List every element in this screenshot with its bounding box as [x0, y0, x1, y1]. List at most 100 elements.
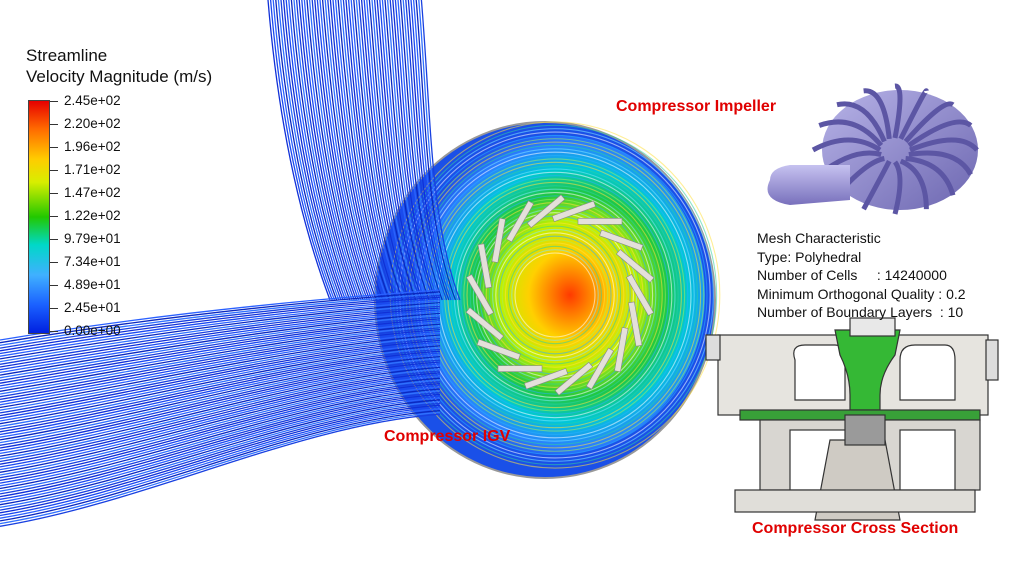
igv-blade: [625, 274, 655, 316]
streamline: [0, 314, 441, 379]
legend-tick-mark: [50, 331, 58, 332]
streamline: [337, 0, 391, 301]
igv-blade: [526, 194, 566, 229]
streamline: [285, 0, 347, 301]
igv-blade: [524, 367, 569, 390]
legend-tick-label: 2.45e+01: [64, 300, 121, 315]
impeller-blade: [892, 160, 903, 215]
streamline: [314, 0, 371, 301]
legend-tick-mark: [50, 308, 58, 309]
streamline: [0, 345, 441, 425]
streamline: [399, 0, 443, 301]
legend-tick-label: 2.20e+02: [64, 116, 121, 131]
streamline: [381, 0, 428, 301]
streamline: [0, 330, 441, 403]
streamline: [0, 372, 441, 465]
streamline: [316, 0, 373, 301]
streamline: [0, 406, 441, 517]
streamline: [410, 0, 452, 301]
streamline: [0, 305, 441, 365]
streamline: [415, 0, 457, 301]
streamline: [368, 0, 417, 301]
streamline: [0, 332, 441, 406]
streamline: [0, 354, 441, 438]
streamline: [0, 400, 441, 509]
swirl-line: [434, 168, 676, 422]
streamline: [0, 300, 441, 357]
streamline: [392, 0, 437, 301]
legend-tick-label: 1.22e+02: [64, 208, 121, 223]
volute-flow: [374, 121, 721, 479]
streamline: [0, 355, 441, 441]
streamline: [0, 294, 441, 349]
mesh-type: Type: Polyhedral: [757, 248, 862, 265]
swirl-line: [492, 228, 618, 362]
streamline: [327, 0, 382, 301]
streamline: [0, 379, 441, 476]
streamline: [353, 0, 404, 301]
swirl-line: [514, 252, 596, 338]
streamline: [0, 368, 441, 460]
igv-blade: [614, 327, 629, 373]
streamline: [275, 0, 338, 301]
streamline: [306, 0, 364, 301]
streamline: [347, 0, 399, 301]
streamline: [371, 0, 419, 301]
legend-tick-mark: [50, 193, 58, 194]
streamline: [0, 316, 441, 382]
streamline: [0, 318, 441, 384]
color-scale-bar: [28, 100, 50, 334]
streamline: [0, 334, 441, 409]
inlet-pipe-streamlines: [0, 289, 441, 527]
streamline: [332, 0, 386, 301]
impeller-model: [767, 83, 979, 215]
swirl-line: [511, 249, 599, 341]
legend-tick-label: 2.45e+02: [64, 93, 121, 108]
impeller-blade: [811, 137, 882, 153]
streamline: [397, 0, 441, 301]
streamline: [384, 0, 430, 301]
streamline: [0, 350, 441, 433]
streamline: [412, 0, 454, 301]
streamline: [402, 0, 446, 301]
impeller-blade: [907, 119, 973, 148]
streamline: [0, 291, 441, 344]
streamline: [350, 0, 402, 301]
legend-tick-label: 7.34e+01: [64, 254, 121, 269]
impeller-blade: [903, 101, 955, 144]
streamline: [0, 386, 441, 487]
streamline: [0, 364, 441, 455]
streamline: [319, 0, 375, 301]
streamline: [0, 413, 441, 527]
streamline: [0, 377, 441, 473]
igv-blade: [505, 200, 535, 243]
igv-blade: [497, 365, 543, 372]
streamline: [0, 357, 441, 444]
legend-tick-label: 9.79e+01: [64, 231, 121, 246]
legend-tick-mark: [50, 124, 58, 125]
swirl-line: [495, 232, 615, 358]
streamline: [0, 408, 441, 519]
streamline: [0, 323, 441, 392]
streamline: [0, 327, 441, 398]
streamline: [0, 384, 441, 484]
streamline: [0, 341, 441, 419]
streamline: [0, 363, 441, 452]
streamline: [0, 289, 441, 341]
igv-blade: [477, 243, 492, 289]
streamline: [295, 0, 355, 301]
legend-subtitle: Velocity Magnitude (m/s): [26, 67, 213, 86]
igv-blade: [599, 229, 644, 252]
streamline: [345, 0, 397, 301]
legend-tick-mark: [50, 170, 58, 171]
streamline: [0, 325, 441, 395]
streamline: [272, 0, 336, 301]
streamline: [358, 0, 408, 301]
streamline: [363, 0, 413, 301]
streamline: [0, 296, 441, 352]
streamline: [0, 361, 441, 449]
streamline: [0, 319, 441, 387]
streamline: [0, 399, 441, 506]
igv-blade: [551, 200, 596, 223]
legend-tick-mark: [50, 216, 58, 217]
